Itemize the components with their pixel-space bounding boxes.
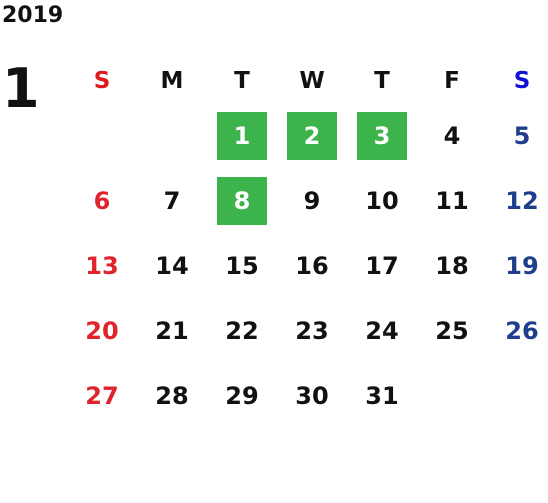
day-cell: 8 [207, 168, 277, 233]
empty-day-cell [67, 103, 137, 168]
day-cell: 18 [417, 233, 487, 298]
day-number: 14 [155, 251, 189, 280]
day-number: 20 [85, 316, 119, 345]
weekday-thu: T [374, 67, 390, 94]
day-cell: 17 [347, 233, 417, 298]
day-cell: 4 [417, 103, 487, 168]
empty-day-cell [487, 363, 548, 428]
day-cell: 16 [277, 233, 347, 298]
empty-day-cell [417, 363, 487, 428]
week-row: 6 7 8 9 10 11 12 [67, 168, 548, 233]
day-cell: 20 [67, 298, 137, 363]
day-cell: 11 [417, 168, 487, 233]
day-number [497, 372, 547, 420]
day-number [147, 112, 197, 160]
day-cell: 5 [487, 103, 548, 168]
day-cell: 21 [137, 298, 207, 363]
highlighted-day-number: 8 [217, 176, 267, 225]
day-number: 21 [155, 316, 189, 345]
day-number: 23 [295, 316, 329, 345]
day-number: 5 [513, 121, 531, 150]
day-cell: 13 [67, 233, 137, 298]
highlighted-day-number: 1 [217, 111, 267, 160]
day-number: 26 [505, 316, 539, 345]
day-number: 13 [85, 251, 119, 280]
day-cell: 7 [137, 168, 207, 233]
day-number: 19 [505, 251, 539, 280]
day-cell: 19 [487, 233, 548, 298]
weekday-mon: M [160, 67, 184, 94]
day-number: 25 [435, 316, 469, 345]
calendar-year: 2019 [2, 3, 64, 28]
day-number: 24 [365, 316, 399, 345]
day-number: 11 [435, 186, 469, 215]
day-number: 6 [93, 186, 111, 215]
day-cell: 25 [417, 298, 487, 363]
day-cell: 3 [347, 103, 417, 168]
empty-day-cell [137, 103, 207, 168]
day-number [77, 112, 127, 160]
weekday-sun: S [93, 67, 111, 94]
highlighted-day-number: 3 [357, 111, 407, 160]
week-row: 13 14 15 16 17 18 19 [67, 233, 548, 298]
weekday-fri: F [444, 67, 460, 94]
weekday-tue: T [234, 67, 250, 94]
day-number: 4 [443, 121, 461, 150]
highlighted-day-number: 2 [287, 111, 337, 160]
day-number: 16 [295, 251, 329, 280]
day-cell: 30 [277, 363, 347, 428]
day-number: 27 [85, 381, 119, 410]
day-cell: 24 [347, 298, 417, 363]
calendar-month: 1 [2, 57, 40, 120]
day-cell: 6 [67, 168, 137, 233]
day-number: 15 [225, 251, 259, 280]
day-number [427, 372, 477, 420]
day-cell: 15 [207, 233, 277, 298]
day-cell: 29 [207, 363, 277, 428]
day-number: 18 [435, 251, 469, 280]
day-number: 28 [155, 381, 189, 410]
day-number: 29 [225, 381, 259, 410]
day-number: 10 [365, 186, 399, 215]
day-cell: 2 [277, 103, 347, 168]
weekday-header: S M T W T F S [67, 58, 548, 103]
weekday-wed: W [299, 67, 325, 94]
day-cell: 28 [137, 363, 207, 428]
day-cell: 10 [347, 168, 417, 233]
day-number: 30 [295, 381, 329, 410]
day-number: 17 [365, 251, 399, 280]
day-number: 9 [303, 186, 321, 215]
week-row: 20 21 22 23 24 25 26 [67, 298, 548, 363]
day-cell: 12 [487, 168, 548, 233]
day-cell: 14 [137, 233, 207, 298]
day-cell: 31 [347, 363, 417, 428]
day-cell: 26 [487, 298, 548, 363]
day-cell: 22 [207, 298, 277, 363]
day-number: 7 [163, 186, 181, 215]
week-row: 27 28 29 30 31 [67, 363, 548, 428]
day-number: 12 [505, 186, 539, 215]
day-cell: 9 [277, 168, 347, 233]
day-cell: 23 [277, 298, 347, 363]
day-number: 31 [365, 381, 399, 410]
day-cell: 1 [207, 103, 277, 168]
day-number: 22 [225, 316, 259, 345]
day-cell: 27 [67, 363, 137, 428]
weekday-sat: S [513, 67, 531, 94]
